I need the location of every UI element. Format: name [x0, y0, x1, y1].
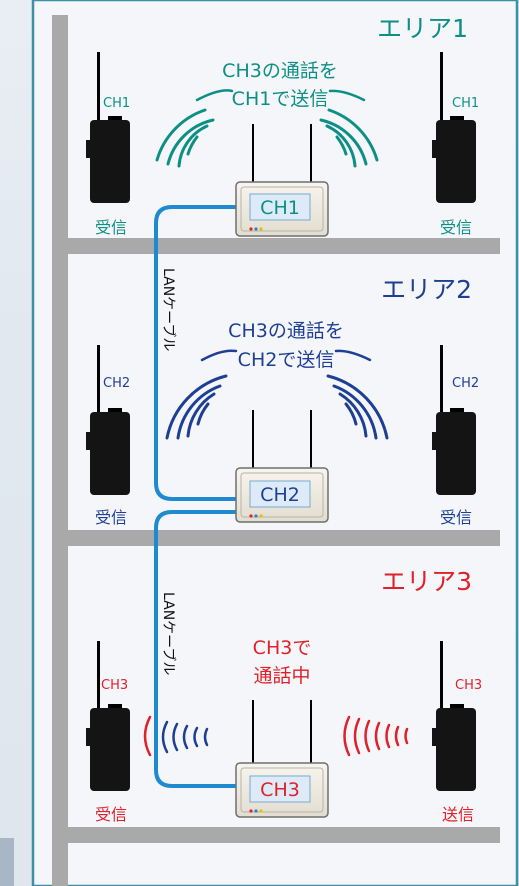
radio-area2-right — [432, 345, 476, 495]
area-3-title: エリア3 — [381, 567, 472, 596]
radio-area2-left — [86, 345, 130, 495]
repeater-ch2: CH2 — [235, 410, 329, 523]
area-1-caption-line1: CH3の通話を — [222, 60, 338, 82]
radio-area3-right — [432, 641, 476, 791]
area-3-caption-line2: 通話中 — [253, 665, 310, 687]
repeater-ch3: CH3 — [235, 700, 329, 818]
area-2-waves — [165, 374, 389, 440]
lan-cables — [154, 205, 238, 788]
area-2-caption-line2: CH2で送信 — [238, 349, 335, 371]
cable-label-1: LANケーブル — [160, 268, 177, 351]
radio-area3-right-status: 送信 — [442, 805, 474, 824]
area-1-title: エリア1 — [377, 14, 468, 43]
lan-cable-2 — [154, 510, 238, 788]
repeater-ch2-label: CH2 — [260, 484, 300, 506]
area-2-title: エリア2 — [381, 275, 472, 304]
radio-area2-right-status: 受信 — [440, 508, 472, 527]
area-3-caption-line1: CH3で — [253, 637, 312, 659]
radio-area3-right-ch: CH3 — [455, 678, 482, 693]
lan-cable-1 — [154, 205, 238, 501]
edge-block — [0, 838, 14, 886]
caption-underlines — [195, 89, 372, 362]
radio-area3-left-status: 受信 — [95, 805, 127, 824]
radio-area1-left-status: 受信 — [95, 218, 127, 237]
area-3-waves — [143, 715, 409, 757]
repeater-ch3-label: CH3 — [260, 779, 300, 801]
radio-area1-left-ch: CH1 — [103, 96, 130, 111]
radio-area1-left — [86, 52, 130, 203]
radio-area1-right-ch: CH1 — [452, 96, 479, 111]
repeater-ch1: CH1 — [235, 124, 329, 237]
radio-area2-right-ch: CH2 — [452, 376, 479, 391]
area-2-caption-line1: CH3の通話を — [228, 320, 344, 342]
radio-area1-right — [432, 52, 476, 203]
cable-label-2: LANケーブル — [160, 592, 177, 675]
floor-1 — [52, 238, 500, 254]
radio-area3-left — [86, 641, 130, 791]
repeater-ch1-label: CH1 — [260, 197, 300, 219]
area-1-caption-line2: CH1で送信 — [232, 88, 329, 110]
building-walls — [52, 15, 500, 886]
radio-area1-right-status: 受信 — [440, 218, 472, 237]
floor-3 — [52, 827, 500, 843]
radio-area2-left-ch: CH2 — [103, 376, 130, 391]
floor-2 — [52, 530, 500, 546]
area-1-waves — [155, 108, 379, 168]
radio-area3-left-ch: CH3 — [101, 678, 128, 693]
radio-area2-left-status: 受信 — [95, 508, 127, 527]
